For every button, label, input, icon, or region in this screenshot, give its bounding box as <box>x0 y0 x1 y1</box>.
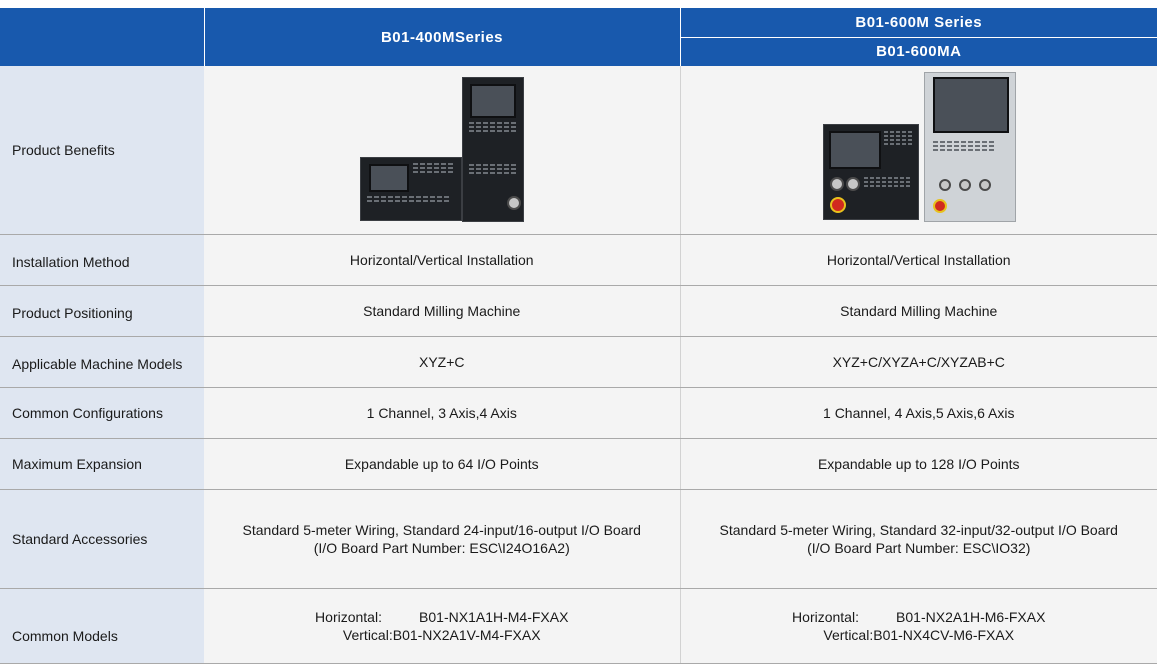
header-600m-series: B01-600M Series <box>680 8 1157 37</box>
keypad-icon <box>469 164 516 174</box>
row-label: Common Configurations <box>0 387 204 439</box>
keypad-icon <box>367 196 449 202</box>
keypad-icon <box>932 141 994 151</box>
table-row: Installation Method Horizontal/Vertical … <box>0 234 1157 286</box>
row-label: Applicable Machine Models <box>0 336 204 388</box>
accessories-part-number: (I/O Board Part Number: ESC\I24O16A2) <box>313 540 570 556</box>
knob-icon <box>507 196 521 210</box>
controller-panel-vertical <box>462 77 524 222</box>
row-label: Common Models <box>0 588 204 664</box>
controller-panel-horizontal <box>822 124 919 220</box>
screen-icon <box>369 164 409 192</box>
product-image-600m <box>680 66 1157 235</box>
table-row: Product Benefits <box>0 66 1157 235</box>
row-value-600m: Horizontal:B01-NX2A1H-M6-FXAX Vertical:B… <box>680 588 1157 664</box>
model-vertical: Vertical:B01-NX4CV-M6-FXAX <box>823 627 1015 643</box>
row-value-600m: Standard Milling Machine <box>680 285 1157 337</box>
row-label: Product Positioning <box>0 285 204 337</box>
row-label: Standard Accessories <box>0 489 204 589</box>
knob-icon <box>958 179 971 191</box>
knob-icon <box>938 179 951 191</box>
row-value-400m: Horizontal/Vertical Installation <box>204 234 681 286</box>
accessories-part-number: (I/O Board Part Number: ESC\IO32) <box>807 540 1031 556</box>
keypad-icon <box>883 131 912 145</box>
controller-panel-horizontal <box>360 157 462 221</box>
spec-comparison-table: B01-400MSeries B01-600M Series B01-600MA… <box>0 8 1157 664</box>
header-400m-series: B01-400MSeries <box>204 8 681 66</box>
row-value-400m: Standard Milling Machine <box>204 285 681 337</box>
table-row: Common Configurations 1 Channel, 3 Axis,… <box>0 387 1157 439</box>
model-horizontal: Horizontal:B01-NX2A1H-M6-FXAX <box>792 609 1046 625</box>
screen-icon <box>470 84 516 118</box>
row-value-600m: Standard 5-meter Wiring, Standard 32-inp… <box>680 489 1157 589</box>
screen-icon <box>828 131 881 169</box>
keypad-icon <box>469 122 516 132</box>
table-row: Common Models Horizontal:B01-NX1A1H-M4-F… <box>0 588 1157 664</box>
knob-icon <box>829 177 844 191</box>
row-label: Maximum Expansion <box>0 438 204 490</box>
table-row: Standard Accessories Standard 5-meter Wi… <box>0 489 1157 589</box>
controller-panel-vertical <box>923 72 1016 222</box>
row-label: Installation Method <box>0 234 204 286</box>
product-image-400m <box>204 66 681 235</box>
knob-icon <box>845 177 860 191</box>
row-value-600m: 1 Channel, 4 Axis,5 Axis,6 Axis <box>680 387 1157 439</box>
knob-icon <box>978 179 991 191</box>
table-row: Maximum Expansion Expandable up to 64 I/… <box>0 438 1157 490</box>
table-row: Applicable Machine Models XYZ+C XYZ+C/XY… <box>0 336 1157 388</box>
emergency-stop-icon <box>829 197 846 213</box>
keypad-icon <box>863 177 910 187</box>
row-value-600m: XYZ+C/XYZA+C/XYZAB+C <box>680 336 1157 388</box>
keypad-icon <box>413 163 453 173</box>
header-corner <box>0 8 205 66</box>
row-value-400m: Expandable up to 64 I/O Points <box>204 438 681 490</box>
table-row: Product Positioning Standard Milling Mac… <box>0 285 1157 337</box>
row-value-600m: Expandable up to 128 I/O Points <box>680 438 1157 490</box>
model-vertical: Vertical:B01-NX2A1V-M4-FXAX <box>342 627 541 643</box>
accessories-line: Standard 5-meter Wiring, Standard 24-inp… <box>242 522 641 538</box>
screen-icon <box>932 77 1009 133</box>
model-horizontal: Horizontal:B01-NX1A1H-M4-FXAX <box>315 609 569 625</box>
row-value-400m: Horizontal:B01-NX1A1H-M4-FXAX Vertical:B… <box>204 588 681 664</box>
row-value-400m: 1 Channel, 3 Axis,4 Axis <box>204 387 681 439</box>
row-value-600m: Horizontal/Vertical Installation <box>680 234 1157 286</box>
accessories-line: Standard 5-meter Wiring, Standard 32-inp… <box>719 522 1118 538</box>
emergency-stop-icon <box>932 199 947 213</box>
header-600ma: B01-600MA <box>680 36 1157 66</box>
row-label: Product Benefits <box>0 66 204 235</box>
row-value-400m: XYZ+C <box>204 336 681 388</box>
row-value-400m: Standard 5-meter Wiring, Standard 24-inp… <box>204 489 681 589</box>
